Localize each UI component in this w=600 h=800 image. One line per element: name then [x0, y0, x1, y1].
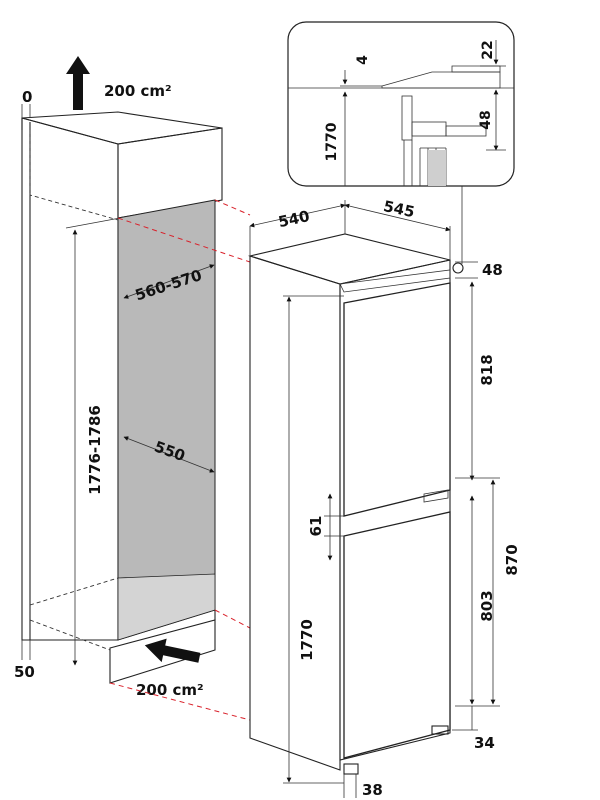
lower-door-height-label: 803: [478, 590, 496, 621]
detail-hinge-a: [401, 95, 413, 141]
top-gap-label: 48: [482, 261, 503, 279]
detail-height-label: 1770: [324, 122, 340, 161]
bottom-vent-label: 200 cm²: [136, 681, 204, 699]
detail-hinge-c: [445, 125, 487, 137]
cabinet-top-box-top: [21, 111, 223, 145]
top-vent: 200 cm²: [66, 56, 172, 110]
middle-hinge: [423, 489, 449, 503]
left-arrow-icon: [144, 638, 201, 663]
bottom-right-gap-label: 34: [474, 734, 495, 752]
detail-inset: 4 1770 22 48: [287, 21, 515, 187]
front-foot: [343, 763, 359, 775]
appliance-side: [249, 255, 341, 771]
appliance: 540 545 48 818 870 803 34 61: [247, 186, 521, 799]
detail-22-label: 22: [480, 40, 496, 59]
cabinet-plinth: [109, 619, 216, 684]
foot-offset-label: 38: [362, 781, 383, 799]
rear-foot: [431, 725, 449, 735]
niche-floor: [117, 573, 216, 641]
upper-door-height-label: 818: [478, 354, 496, 385]
gap-top-left-label: 0: [22, 88, 32, 106]
appliance-height-label: 1770: [298, 619, 316, 661]
alignment-lines: [109, 199, 251, 721]
detail-top-strip: [381, 71, 501, 89]
gap-bottom-left-label: 50: [14, 663, 35, 681]
top-hinge: [339, 269, 451, 293]
door-gap-label: 61: [307, 516, 325, 537]
detail-frame: [287, 21, 515, 187]
cabinet-niche: 1776-1786 560-570 550 0 50: [14, 88, 223, 684]
appliance-front: [339, 259, 451, 761]
appliance-width-label: 545: [382, 197, 416, 221]
niche-height-label: 1776-1786: [86, 405, 104, 495]
appliance-depth-label: 540: [277, 207, 311, 231]
detail-4-label: 4: [355, 55, 371, 65]
detail-48-label: 48: [478, 110, 494, 129]
bottom-vent: 200 cm²: [136, 638, 204, 699]
niche-interior: [117, 199, 216, 641]
upper-door: [343, 282, 451, 517]
lower-section-height-label: 870: [503, 544, 521, 575]
appliance-top: [247, 233, 451, 285]
top-vent-label: 200 cm²: [104, 82, 172, 100]
detail-marker: [452, 262, 464, 274]
cabinet-left-side: [21, 117, 119, 641]
lower-door: [343, 511, 451, 759]
up-arrow-icon: [66, 56, 90, 110]
